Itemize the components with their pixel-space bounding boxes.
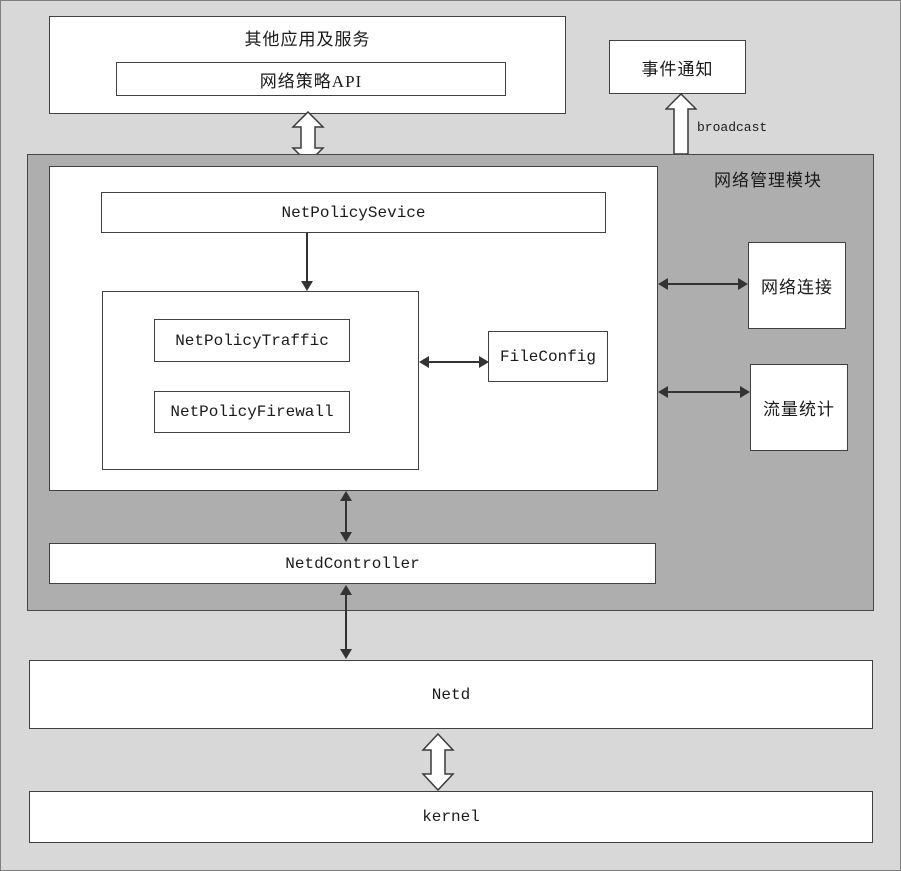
policy-group-box: [102, 291, 419, 470]
arrow-service-to-group-head-icon: [301, 281, 313, 291]
arrow-group-fileconfig-right-icon: [479, 356, 489, 368]
arrow-container-netdcontroller-line: [345, 499, 347, 535]
net-policy-firewall-label: NetPolicyFirewall: [170, 403, 334, 421]
net-policy-firewall-box: NetPolicyFirewall: [154, 391, 350, 433]
broadcast-label: broadcast: [697, 120, 768, 135]
network-connection-label: 网络连接: [761, 278, 833, 297]
arrow-netdcontroller-netd-line: [345, 593, 347, 651]
arrow-container-netdcontroller-up-icon: [340, 491, 352, 501]
net-policy-traffic-label: NetPolicyTraffic: [175, 331, 329, 350]
network-policy-api-box: 网络策略API: [116, 62, 506, 96]
arrow-netdcontroller-netd-up-icon: [340, 585, 352, 595]
arrow-service-to-group-line: [306, 233, 308, 282]
net-policy-service-label: NetPolicySevice: [281, 203, 426, 222]
network-connection-box: 网络连接: [748, 242, 846, 329]
netd-box: Netd: [29, 660, 873, 729]
traffic-stats-label: 流量统计: [763, 400, 835, 419]
event-notification-box: 事件通知: [609, 40, 746, 94]
net-policy-service-box: NetPolicySevice: [101, 192, 606, 233]
file-config-label: FileConfig: [499, 347, 596, 366]
net-policy-traffic-box: NetPolicyTraffic: [154, 319, 350, 362]
arrow-container-netdcontroller-down-icon: [340, 532, 352, 542]
kernel-box: kernel: [29, 791, 873, 843]
arrow-container-trafstat-line: [666, 391, 742, 393]
arrow-container-netconn-left-icon: [658, 278, 668, 290]
arrow-group-fileconfig-left-icon: [419, 356, 429, 368]
arrow-container-trafstat-right-icon: [740, 386, 750, 398]
network-policy-api-label: 网络策略API: [259, 71, 363, 91]
other-apps-title: 其他应用及服务: [244, 30, 371, 49]
netd-controller-label: NetdController: [285, 554, 420, 573]
block-arrow-netd-kernel-icon: [421, 733, 455, 791]
arrow-container-netconn-right-icon: [738, 278, 748, 290]
event-notification-label: 事件通知: [641, 59, 714, 79]
netd-label: Netd: [431, 685, 471, 704]
arrow-container-netconn-line: [666, 283, 740, 285]
other-apps-box: 其他应用及服务 网络策略API: [49, 16, 566, 114]
network-management-module-title: 网络管理模块: [714, 171, 822, 190]
arrow-netdcontroller-netd-down-icon: [340, 649, 352, 659]
netd-controller-box: NetdController: [49, 543, 656, 584]
arrow-container-trafstat-left-icon: [658, 386, 668, 398]
block-arrow-broadcast-icon: [665, 93, 697, 154]
traffic-stats-box: 流量统计: [750, 364, 848, 451]
file-config-box: FileConfig: [488, 331, 608, 382]
kernel-label: kernel: [422, 808, 480, 826]
arrow-group-fileconfig-line: [427, 361, 480, 363]
